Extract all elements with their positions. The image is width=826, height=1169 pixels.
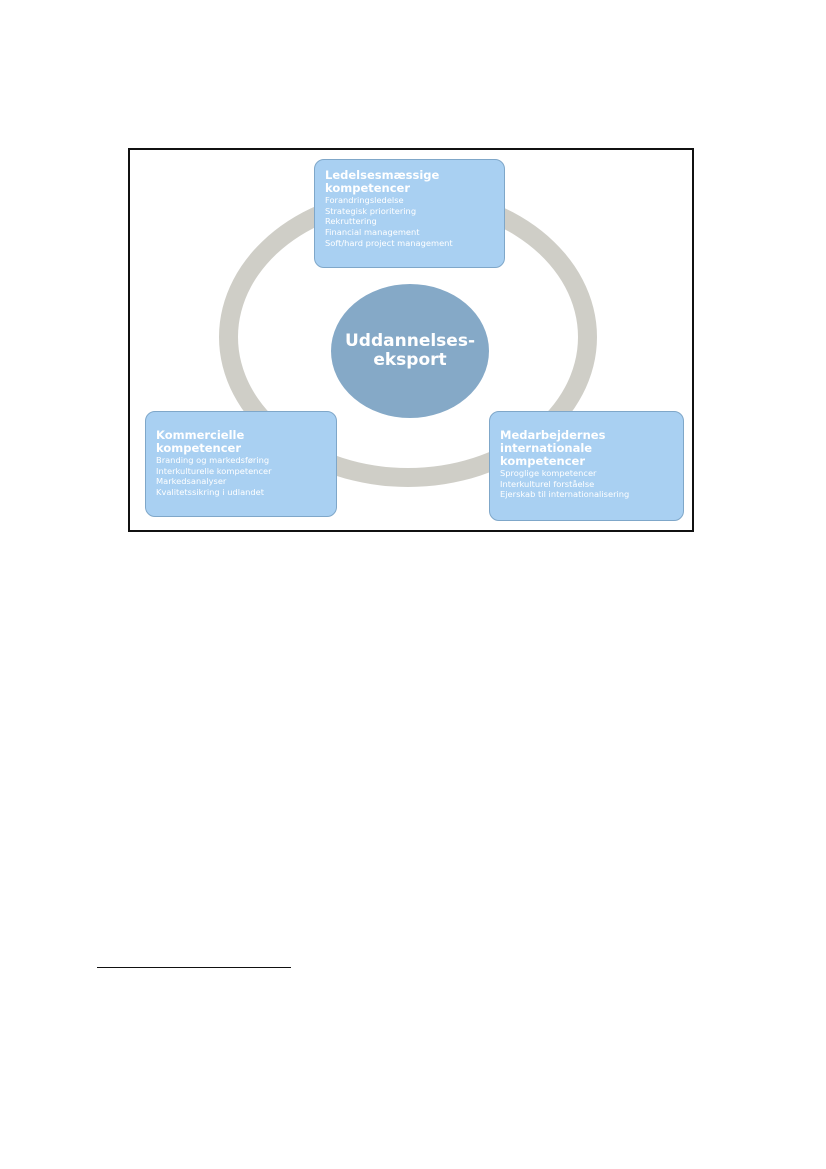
box-top-item: Rekruttering xyxy=(325,216,377,227)
box-left-items: Branding og markedsføring Interkulturell… xyxy=(156,455,326,498)
box-right-title: Medarbejdernes internationale kompetence… xyxy=(500,428,606,468)
box-left-item: Interkulturelle kompetencer xyxy=(156,465,272,476)
footnote-separator xyxy=(97,967,291,968)
box-right-item: Ejerskab til internationalisering xyxy=(500,489,630,500)
center-circle: Uddannelses- eksport xyxy=(331,284,489,418)
box-top-title: Ledelsesmæssige kompetencer xyxy=(325,168,440,195)
box-right-items: Sproglige kompetencer Interkulturel fors… xyxy=(500,468,673,500)
box-right-item: Interkulturel forståelse xyxy=(500,478,595,489)
box-left-item: Branding og markedsføring xyxy=(156,455,270,465)
box-top-item: Forandringsledelse xyxy=(325,195,404,205)
center-label: Uddannelses- eksport xyxy=(345,331,475,370)
box-commercial-competencies: Kommercielle kompetencer Branding og mar… xyxy=(145,411,337,517)
box-management-competencies: Ledelsesmæssige kompetencer Forandringsl… xyxy=(314,159,505,268)
box-top-items: Forandringsledelse Strategisk prioriteri… xyxy=(325,195,494,249)
box-top-item: Strategisk prioritering xyxy=(325,205,417,216)
box-left-item: Markedsanalyser xyxy=(156,476,227,487)
box-top-item: Soft/hard project management xyxy=(325,237,453,248)
box-right-item: Sproglige kompetencer xyxy=(500,468,597,478)
box-left-title: Kommercielle kompetencer xyxy=(156,428,245,455)
box-top-item: Financial management xyxy=(325,227,420,238)
box-employee-international-competencies: Medarbejdernes internationale kompetence… xyxy=(489,411,684,521)
box-left-item: Kvalitetssikring i udlandet xyxy=(156,487,265,498)
